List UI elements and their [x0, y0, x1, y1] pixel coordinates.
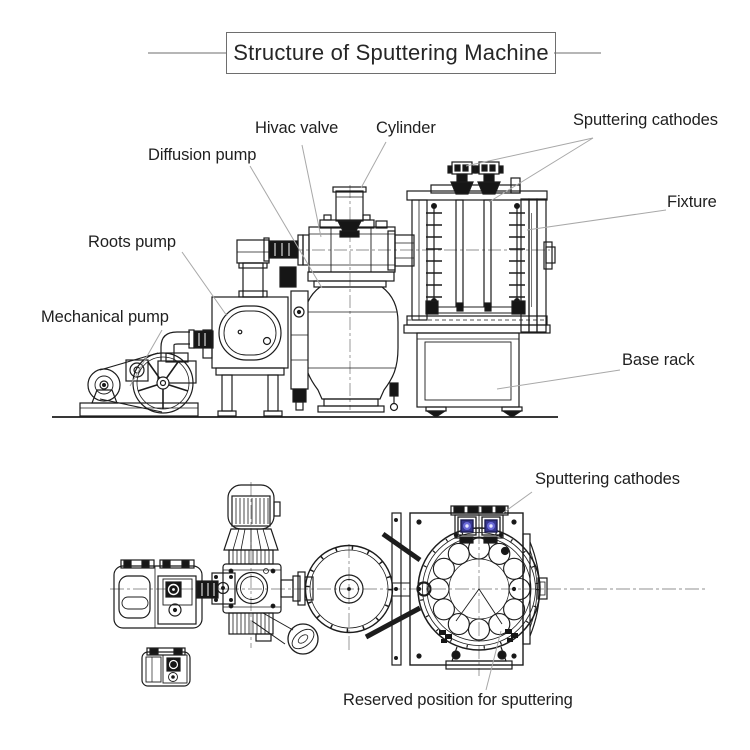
mechanical-pump-top-drawing — [113, 559, 219, 629]
control-box-drawing — [141, 647, 191, 687]
axis-lines-top — [110, 482, 708, 676]
roots-pump-drawing — [202, 237, 299, 417]
chamber-top-drawing — [364, 505, 548, 670]
cylinder-drawing — [332, 186, 367, 238]
diagram-title: Structure of Sputtering Machine — [226, 32, 556, 74]
sputtering-cathodes-drawing — [430, 161, 521, 195]
mechanical-pump-drawing — [79, 329, 214, 417]
label-sputtering-cathodes-top: Sputtering cathodes — [535, 470, 680, 488]
fixture-racks — [426, 203, 525, 305]
door-clamps — [439, 629, 518, 643]
side-view-drawing — [52, 161, 558, 418]
vacuum-chamber-drawing — [406, 190, 556, 333]
cathodes-top-drawing — [450, 505, 509, 544]
label-mechanical-pump: Mechanical pump — [41, 308, 169, 326]
label-reserved-position: Reserved position for sputtering — [343, 691, 573, 709]
label-sputtering-cathodes-side: Sputtering cathodes — [573, 111, 718, 129]
top-view-drawing — [110, 482, 708, 687]
label-fixture: Fixture — [667, 193, 717, 211]
label-diffusion-pump: Diffusion pump — [148, 146, 257, 164]
leader-lines — [129, 137, 667, 691]
label-base-rack: Base rack — [622, 351, 695, 369]
diffusion-pump-top-drawing — [297, 544, 410, 634]
label-hivac-valve: Hivac valve — [255, 119, 339, 137]
axis-lines — [290, 185, 550, 410]
diffusion-pump-drawing — [279, 266, 399, 413]
roots-pump-top-drawing — [211, 484, 319, 655]
label-cylinder: Cylinder — [376, 119, 436, 137]
base-rack-drawing — [403, 324, 551, 418]
label-roots-pump: Roots pump — [88, 233, 176, 251]
